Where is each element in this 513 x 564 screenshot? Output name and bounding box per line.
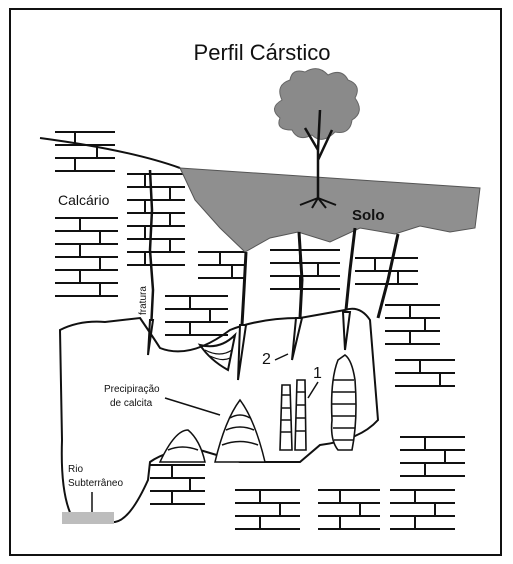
label-fratura: fratura	[138, 286, 149, 315]
label-rio-line2: Subterrâneo	[68, 478, 123, 489]
tree-canopy	[274, 69, 359, 140]
label-calcario: Calcário	[58, 192, 110, 208]
label-precipitacao-line1: Precipiração	[104, 384, 160, 395]
ground-surface-line	[40, 138, 180, 168]
calcite-pointer-line	[165, 398, 220, 415]
stalagmite-mounds	[160, 400, 265, 462]
label-precipitacao-line2: de calcita	[110, 398, 153, 409]
label-rio-line1: Rio	[68, 464, 83, 475]
marker-1-pointer	[308, 382, 318, 398]
label-solo: Solo	[352, 207, 385, 224]
fracture-line	[150, 170, 153, 330]
marker-2-label: 2	[262, 351, 271, 368]
brick-group-fracture	[127, 174, 185, 265]
brick-group-right	[355, 258, 465, 476]
soil-layer	[180, 168, 480, 252]
brick-group-bottom	[150, 465, 455, 529]
diagram-title: Perfil Cárstico	[194, 40, 331, 65]
brick-group-left-2	[55, 218, 118, 296]
underground-river-water	[62, 512, 114, 524]
brick-group-left-1	[55, 132, 115, 171]
marker-2-pointer	[275, 354, 288, 360]
marker-1-label: 1	[313, 365, 322, 382]
